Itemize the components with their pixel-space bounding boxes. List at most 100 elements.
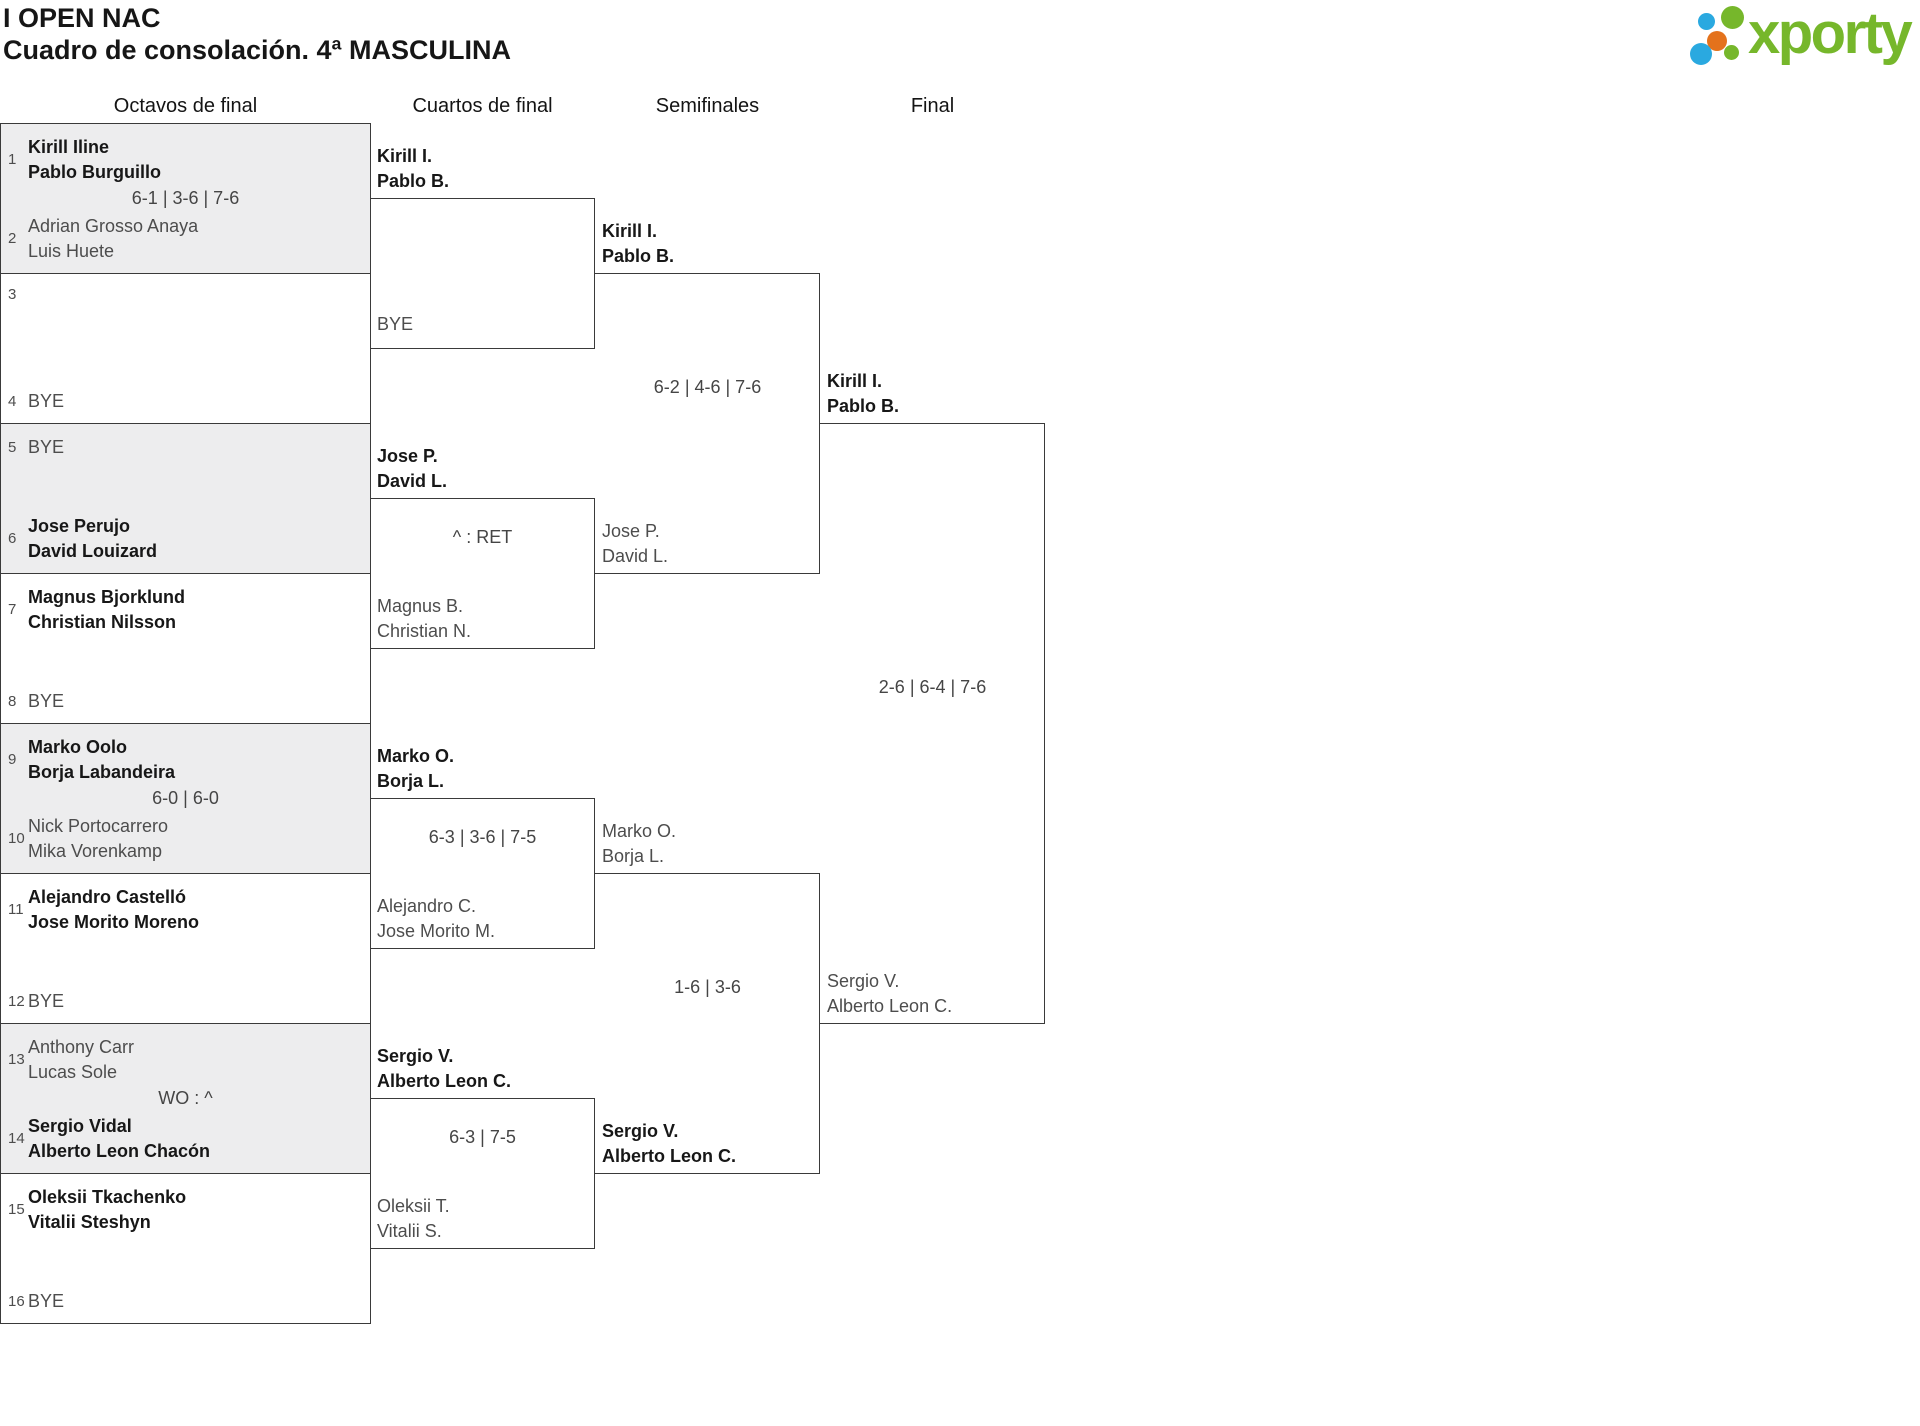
- team-label-final-top: Kirill I. Pablo B.: [827, 369, 899, 419]
- team-slot: 5 BYE: [8, 435, 362, 460]
- team-slot: 7 Magnus Bjorklund Christian Nilsson: [8, 585, 362, 635]
- team-slot: 6 Jose Perujo David Louizard: [8, 514, 362, 564]
- player-name: David L.: [602, 546, 669, 566]
- team-name: BYE: [28, 389, 64, 414]
- seed-number: 5: [8, 438, 17, 456]
- player-name: Mika Vorenkamp: [28, 841, 163, 861]
- player-name: Alejandro Castelló: [28, 887, 187, 907]
- team-name: Alejandro Castelló Jose Morito Moreno: [28, 885, 199, 935]
- player-name: Borja Labandeira: [28, 762, 176, 782]
- logo-dot-orange: [1707, 31, 1727, 51]
- seed-number: 12: [8, 992, 25, 1010]
- team-slot: 3: [8, 285, 362, 305]
- match-score: ^ : RET: [452, 527, 513, 547]
- team-label-qf4-bottom: Oleksii T. Vitalii S.: [377, 1194, 450, 1244]
- team-name: Jose Perujo David Louizard: [28, 514, 157, 564]
- player-name: BYE: [28, 691, 65, 711]
- r16-match-6-box: 11 Alejandro Castelló Jose Morito Moreno…: [0, 873, 371, 1024]
- team-label-qf3-bottom: Alejandro C. Jose Morito M.: [377, 894, 495, 944]
- team-label-sf1-top: Kirill I. Pablo B.: [602, 219, 674, 269]
- bracket-subtitle: Cuadro de consolación. 4ª MASCULINA: [3, 35, 512, 65]
- r16-match-4-box: 7 Magnus Bjorklund Christian Nilsson 8 B…: [0, 573, 371, 724]
- player-name: Magnus B.: [377, 596, 464, 616]
- player-name: Vitalii S.: [377, 1221, 442, 1241]
- team-slot: 2 Adrian Grosso Anaya Luis Huete: [8, 214, 362, 264]
- team-slot: 4 BYE: [8, 389, 362, 414]
- player-name: Sergio V.: [827, 971, 900, 991]
- team-label-qf3-top: Marko O. Borja L.: [377, 744, 454, 794]
- team-label-sf2-bottom: Sergio V. Alberto Leon C.: [602, 1119, 736, 1169]
- team-slot: 16 BYE: [8, 1289, 362, 1314]
- qf-match-4-box: [370, 1098, 595, 1249]
- qf-match-2-box: [370, 498, 595, 649]
- seed-number: 13: [8, 1051, 25, 1068]
- team-label-qf1-top: Kirill I. Pablo B.: [377, 144, 449, 194]
- seed-number: 4: [8, 392, 17, 410]
- player-name: Alberto Leon C.: [602, 1146, 736, 1166]
- round-header-final: Final: [910, 95, 955, 117]
- player-name: David L.: [377, 471, 448, 491]
- player-name: Sergio V.: [377, 1046, 454, 1066]
- team-label-final-bottom: Sergio V. Alberto Leon C.: [827, 969, 952, 1019]
- player-name: Borja L.: [377, 771, 445, 791]
- seed-number: 15: [8, 1201, 25, 1218]
- team-slot: 14 Sergio Vidal Alberto Leon Chacón: [8, 1114, 362, 1164]
- team-label-sf2-top: Marko O. Borja L.: [602, 819, 676, 869]
- seed-number: 2: [8, 230, 17, 247]
- player-name: Marko O.: [602, 821, 677, 841]
- player-name: Kirill I.: [827, 371, 883, 391]
- seed-number: 11: [8, 901, 24, 918]
- player-name: Sergio V.: [602, 1121, 679, 1141]
- logo-dot-green-small: [1724, 45, 1739, 60]
- player-name: Pablo B.: [827, 396, 900, 416]
- team-label-qf2-bottom: Magnus B. Christian N.: [377, 594, 471, 644]
- team-slot: 12 BYE: [8, 989, 362, 1014]
- logo-dot-blue-small: [1698, 13, 1715, 30]
- team-name: Sergio Vidal Alberto Leon Chacón: [28, 1114, 210, 1164]
- r16-match-3-box: 5 BYE 6 Jose Perujo David Louizard: [0, 423, 371, 574]
- player-name: Borja L.: [602, 846, 665, 866]
- seed-number: 14: [8, 1130, 25, 1147]
- seed-number: 8: [8, 692, 17, 710]
- player-name: Jose Perujo: [28, 516, 131, 536]
- seed-number: 9: [8, 751, 17, 768]
- team-name: Adrian Grosso Anaya Luis Huete: [28, 214, 198, 264]
- seed-number: 3: [8, 286, 17, 303]
- seed-number: 7: [8, 601, 17, 618]
- team-slot: 1 Kirill Iline Pablo Burguillo: [8, 135, 362, 185]
- qf-match-1-box: [370, 198, 595, 349]
- round-header-cuartos: Cuartos de final: [412, 95, 553, 117]
- final-match-box: [820, 423, 1045, 1024]
- match-score: 1-6 | 3-6: [674, 977, 741, 997]
- team-slot: 10 Nick Portocarrero Mika Vorenkamp: [8, 814, 362, 864]
- player-name: Marko Oolo: [28, 737, 128, 757]
- team-slot: 15 Oleksii Tkachenko Vitalii Steshyn: [8, 1185, 362, 1235]
- player-name: Kirill I.: [602, 221, 658, 241]
- player-name: BYE: [28, 437, 65, 457]
- player-name: Alberto Leon Chacón: [28, 1141, 211, 1161]
- team-name: BYE: [28, 1289, 64, 1314]
- r16-match-5-box: 9 Marko Oolo Borja Labandeira 6-0 | 6-0 …: [0, 723, 371, 874]
- match-score: 2-6 | 6-4 | 7-6: [878, 677, 987, 697]
- team-label-qf2-top: Jose P. David L.: [377, 444, 447, 494]
- player-name: Marko O.: [377, 746, 455, 766]
- team-slot: 9 Marko Oolo Borja Labandeira: [8, 735, 362, 785]
- player-name: Alejandro C.: [377, 896, 477, 916]
- player-name: BYE: [28, 391, 65, 411]
- seed-number: 16: [8, 1292, 25, 1310]
- match-score: 6-0 | 6-0: [152, 788, 219, 808]
- r16-match-1-box: 1 Kirill Iline Pablo Burguillo 6-1 | 3-6…: [0, 123, 371, 274]
- team-label-sf1-bottom: Jose P. David L.: [602, 519, 668, 569]
- team-slot: 11 Alejandro Castelló Jose Morito Moreno: [8, 885, 362, 935]
- player-name: Christian Nilsson: [28, 612, 177, 632]
- round-header-semifinales: Semifinales: [655, 95, 760, 117]
- player-name: Jose P.: [377, 446, 438, 466]
- player-name: BYE: [28, 991, 65, 1011]
- player-name: David Louizard: [28, 541, 158, 561]
- player-name: Adrian Grosso Anaya: [28, 216, 199, 236]
- team-name: BYE: [28, 689, 64, 714]
- player-name: Lucas Sole: [28, 1062, 118, 1082]
- player-name: Pablo Burguillo: [28, 162, 161, 182]
- seed-number: 6: [8, 530, 17, 547]
- r16-match-2-box: 3 4 BYE: [0, 273, 371, 424]
